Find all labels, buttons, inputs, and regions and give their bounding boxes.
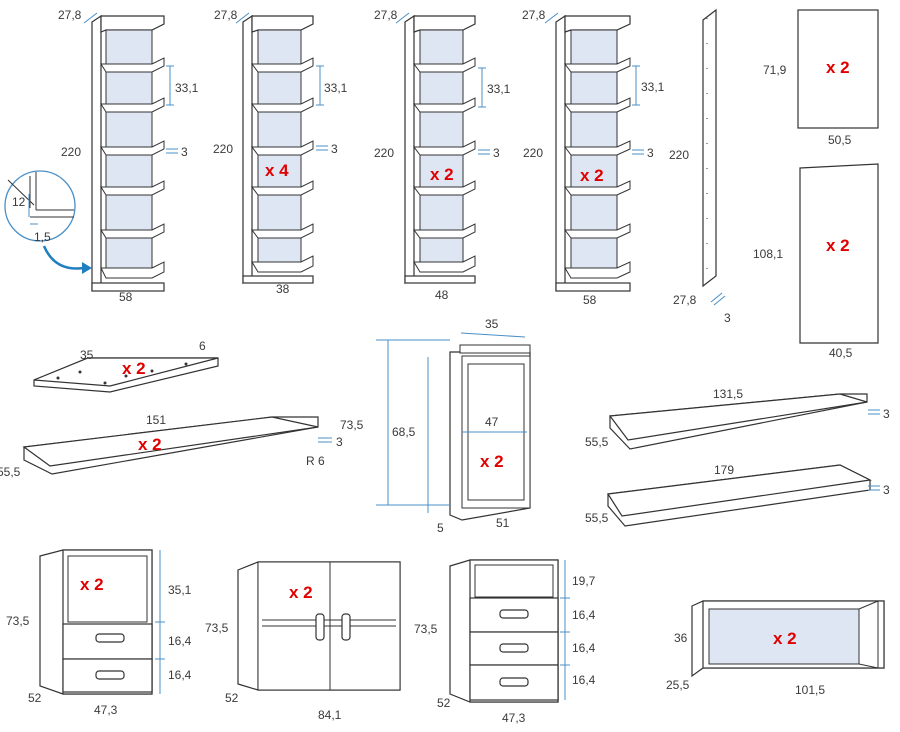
inner-height-label: 68,5 xyxy=(392,425,416,439)
depth-label: 27,8 xyxy=(214,8,238,22)
depth-label: 25,5 xyxy=(666,678,690,692)
thickness-label: 3 xyxy=(336,435,343,449)
depth-label: 27,8 xyxy=(522,8,546,22)
shelf-thickness-label: 3 xyxy=(181,145,188,159)
quantity-label: x 2 xyxy=(122,359,146,378)
inner-width-label: 47 xyxy=(485,415,499,429)
drawer3-height-label: 16,4 xyxy=(572,673,596,687)
length-label: 179 xyxy=(714,463,734,477)
width-label: 84,1 xyxy=(318,708,342,722)
depth-label: 52 xyxy=(437,696,451,710)
quantity-label: x 2 xyxy=(430,165,454,184)
depth-label: 27,8 xyxy=(58,8,82,22)
depth-label: 52 xyxy=(225,691,239,705)
width-label: 47,3 xyxy=(502,711,526,725)
width-label: 48 xyxy=(435,288,449,302)
side-panel: 220 27,8 3 xyxy=(669,8,731,325)
height-label: 36 xyxy=(674,631,688,645)
cabinet-b: 73,5 52 84,1 x 2 xyxy=(205,561,401,722)
height-label: 73,5 xyxy=(6,614,30,628)
thickness-label: 6 xyxy=(199,339,206,353)
quantity-label: x 2 xyxy=(480,452,504,471)
length-label: 35 xyxy=(80,348,94,362)
width-label: 47,3 xyxy=(94,703,118,717)
thickness-label: 3 xyxy=(724,311,731,325)
detail-a-label: 12 xyxy=(12,195,26,209)
depth-label: 27,8 xyxy=(374,8,398,22)
top-height-label: 35,1 xyxy=(168,583,192,597)
detail-circle: 12 1,5 xyxy=(4,170,92,274)
height-label: 73,5 xyxy=(205,621,229,635)
height-label: 108,1 xyxy=(753,247,783,261)
depth-label: 55,5 xyxy=(585,511,609,525)
outer-height-label: 73,5 xyxy=(340,418,364,432)
bookcase-58: 27,8 33,1 3 220 58 12 xyxy=(4,8,199,304)
drawer2-height-label: 16,4 xyxy=(572,641,596,655)
shelf-thickness-label: 3 xyxy=(331,142,338,156)
width-label: 50,5 xyxy=(828,133,852,147)
shelf-thickness-label: 3 xyxy=(493,146,500,160)
drawer1-height-label: 16,4 xyxy=(572,608,596,622)
quantity-label: x 2 xyxy=(773,629,797,648)
drawer1-height-label: 16,4 xyxy=(168,634,192,648)
shelf-gap-label: 33,1 xyxy=(175,81,199,95)
width-label: 40,5 xyxy=(829,346,853,360)
height-label: 73,5 xyxy=(414,622,438,636)
bookcase-48: 27,8 33,1 3 220 x 2 48 xyxy=(374,8,511,302)
height-label: 220 xyxy=(213,142,233,156)
radius-label: R 6 xyxy=(306,454,325,468)
quantity-label: x 4 xyxy=(265,161,289,180)
thickness-label: 3 xyxy=(883,407,890,421)
width-label: 58 xyxy=(583,293,597,307)
shelf-gap-label: 33,1 xyxy=(324,81,348,95)
top-1315: 3 131,5 55,5 xyxy=(585,387,890,450)
quantity-label: x 2 xyxy=(289,583,313,602)
width-label: 101,5 xyxy=(795,683,825,697)
depth-label: 55,5 xyxy=(0,465,21,479)
height-label: 220 xyxy=(669,148,689,162)
panel-large: 108,1 40,5 x 2 xyxy=(753,163,879,360)
bookcase-58-b: 27,8 33,1 3 220 x 2 58 xyxy=(522,8,665,307)
bookcase-38: 27,8 33,1 3 220 x 4 38 xyxy=(213,8,348,296)
cabinet-c: 19,7 16,4 16,4 16,4 73,5 52 47,3 xyxy=(414,559,596,725)
length-label: 151 xyxy=(146,413,166,427)
board-long: 3 151 55,5 R 6 x 2 xyxy=(0,413,343,479)
width-label: 38 xyxy=(276,282,290,296)
cabinet-a: 35,1 16,4 16,4 73,5 52 47,3 x 2 xyxy=(6,549,192,717)
drawer2-height-label: 16,4 xyxy=(168,668,192,682)
wall-box: 36 25,5 101,5 x 2 xyxy=(666,600,885,697)
frame: 35 73,5 68,5 47 51 5 x 2 xyxy=(340,317,531,535)
board-small: 35 6 x 2 xyxy=(33,339,219,393)
height-label: 220 xyxy=(523,146,543,160)
length-label: 131,5 xyxy=(713,387,743,401)
quantity-label: x 2 xyxy=(580,166,604,185)
top-179: 3 179 55,5 xyxy=(585,463,890,527)
top-label: 35 xyxy=(485,317,499,331)
quantity-label: x 2 xyxy=(826,236,850,255)
quantity-label: x 2 xyxy=(826,58,850,77)
shelf-gap-label: 33,1 xyxy=(487,82,511,96)
thickness-label: 5 xyxy=(437,521,444,535)
depth-label: 27,8 xyxy=(673,293,697,307)
depth-label: 52 xyxy=(28,691,42,705)
panel-small: 71,9 50,5 x 2 xyxy=(763,9,879,147)
height-label: 220 xyxy=(61,145,81,159)
shelf-gap-label: 33,1 xyxy=(641,80,665,94)
shelf-thickness-label: 3 xyxy=(647,146,654,160)
height-label: 220 xyxy=(374,146,394,160)
quantity-label: x 2 xyxy=(138,435,162,454)
thickness-label: 3 xyxy=(883,483,890,497)
height-label: 71,9 xyxy=(763,63,787,77)
top-height-label: 19,7 xyxy=(572,574,596,588)
bottom-width-label: 51 xyxy=(496,516,510,530)
depth-label: 55,5 xyxy=(585,435,609,449)
detail-b-label: 1,5 xyxy=(34,230,51,244)
quantity-label: x 2 xyxy=(80,575,104,594)
width-label: 58 xyxy=(119,290,133,304)
